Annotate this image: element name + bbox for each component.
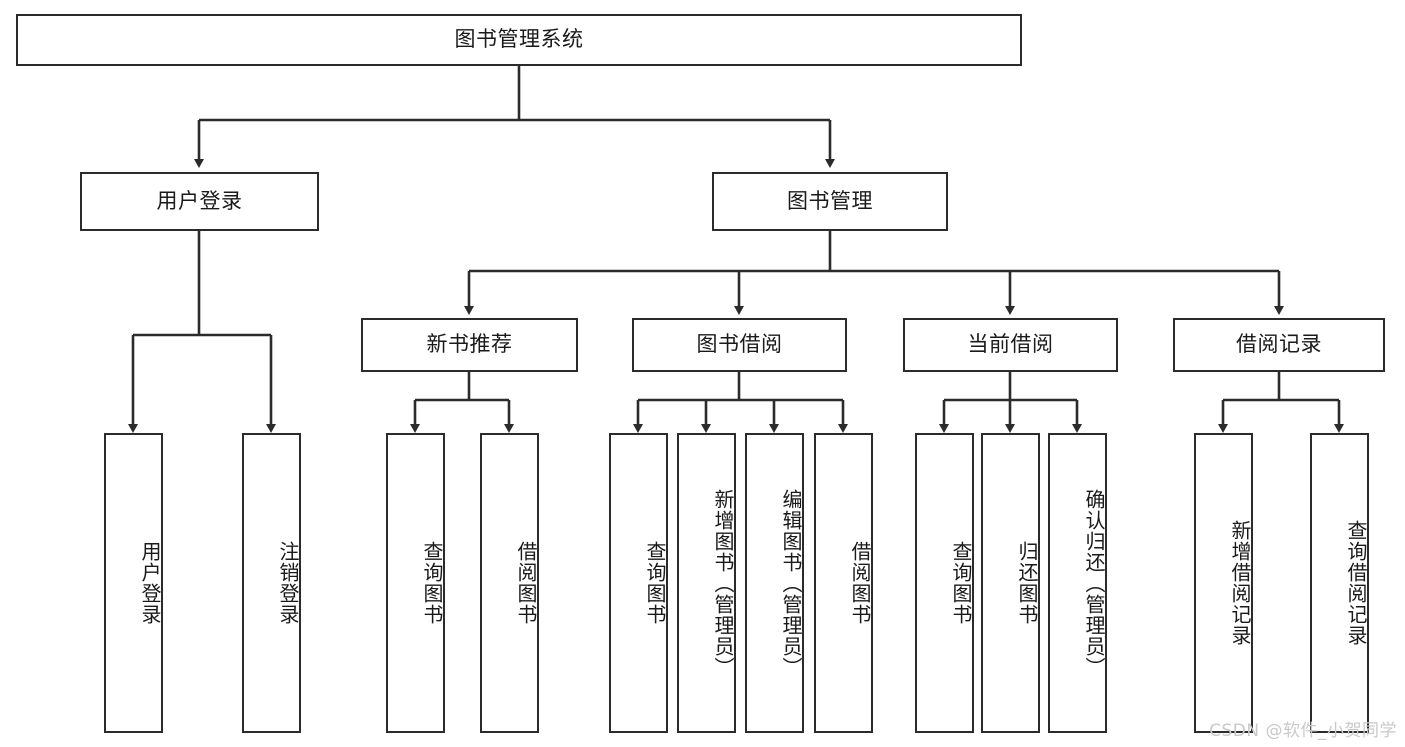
leaf-query-book-current[interactable]: 查询图书 [915,433,974,733]
node-root[interactable]: 图书管理系统 [16,14,1022,66]
node-borrow-record-label: 借阅记录 [1236,332,1322,357]
leaf-add-borrow-record-label: 新增借阅记录 [1228,520,1252,646]
leaf-query-book-recommend[interactable]: 查询图书 [386,433,445,733]
leaf-confirm-return-admin-label: 确认归还（管理员） [1082,488,1106,678]
leaf-borrow-book-label: 借阅图书 [848,541,872,625]
csdn-watermark: CSDN @软件_小贺同学 [1209,721,1397,741]
leaf-add-book-admin-label: 新增图书（管理员） [711,488,735,678]
leaf-edit-book-admin[interactable]: 编辑图书（管理员） [745,433,804,733]
leaf-borrow-book-recommend[interactable]: 借阅图书 [480,433,539,733]
node-current-borrow-label: 当前借阅 [967,332,1054,357]
node-current-borrow[interactable]: 当前借阅 [903,318,1118,372]
leaf-edit-book-admin-label: 编辑图书（管理员） [779,488,803,678]
leaf-logout-label: 注销登录 [276,541,300,625]
leaf-query-book-recommend-label: 查询图书 [420,541,444,625]
leaf-borrow-book-recommend-label: 借阅图书 [514,541,538,625]
leaf-return-book[interactable]: 归还图书 [981,433,1040,733]
node-borrow-record[interactable]: 借阅记录 [1173,318,1385,372]
node-book-borrow-label: 图书借阅 [696,332,783,357]
node-new-book-recommend-label: 新书推荐 [426,332,513,357]
leaf-logout[interactable]: 注销登录 [242,433,301,733]
leaf-confirm-return-admin[interactable]: 确认归还（管理员） [1048,433,1107,733]
node-root-label: 图书管理系统 [454,27,584,52]
node-book-borrow[interactable]: 图书借阅 [632,318,847,372]
node-book-management[interactable]: 图书管理 [712,172,948,231]
leaf-query-borrow-record[interactable]: 查询借阅记录 [1310,433,1369,733]
leaf-add-book-admin[interactable]: 新增图书（管理员） [677,433,736,733]
node-user-login-label: 用户登录 [156,188,243,213]
leaf-query-book-current-label: 查询图书 [949,541,973,625]
node-book-management-label: 图书管理 [787,188,873,213]
leaf-user-login-label: 用户登录 [138,541,162,625]
leaf-add-borrow-record[interactable]: 新增借阅记录 [1194,433,1253,733]
leaf-return-book-label: 归还图书 [1015,541,1039,625]
leaf-user-login[interactable]: 用户登录 [104,433,163,733]
node-user-login[interactable]: 用户登录 [80,172,319,231]
leaf-query-borrow-record-label: 查询借阅记录 [1344,520,1368,646]
node-new-book-recommend[interactable]: 新书推荐 [361,318,578,372]
leaf-borrow-book[interactable]: 借阅图书 [814,433,873,733]
leaf-query-book-borrow-label: 查询图书 [643,541,667,625]
leaf-query-book-borrow[interactable]: 查询图书 [609,433,668,733]
